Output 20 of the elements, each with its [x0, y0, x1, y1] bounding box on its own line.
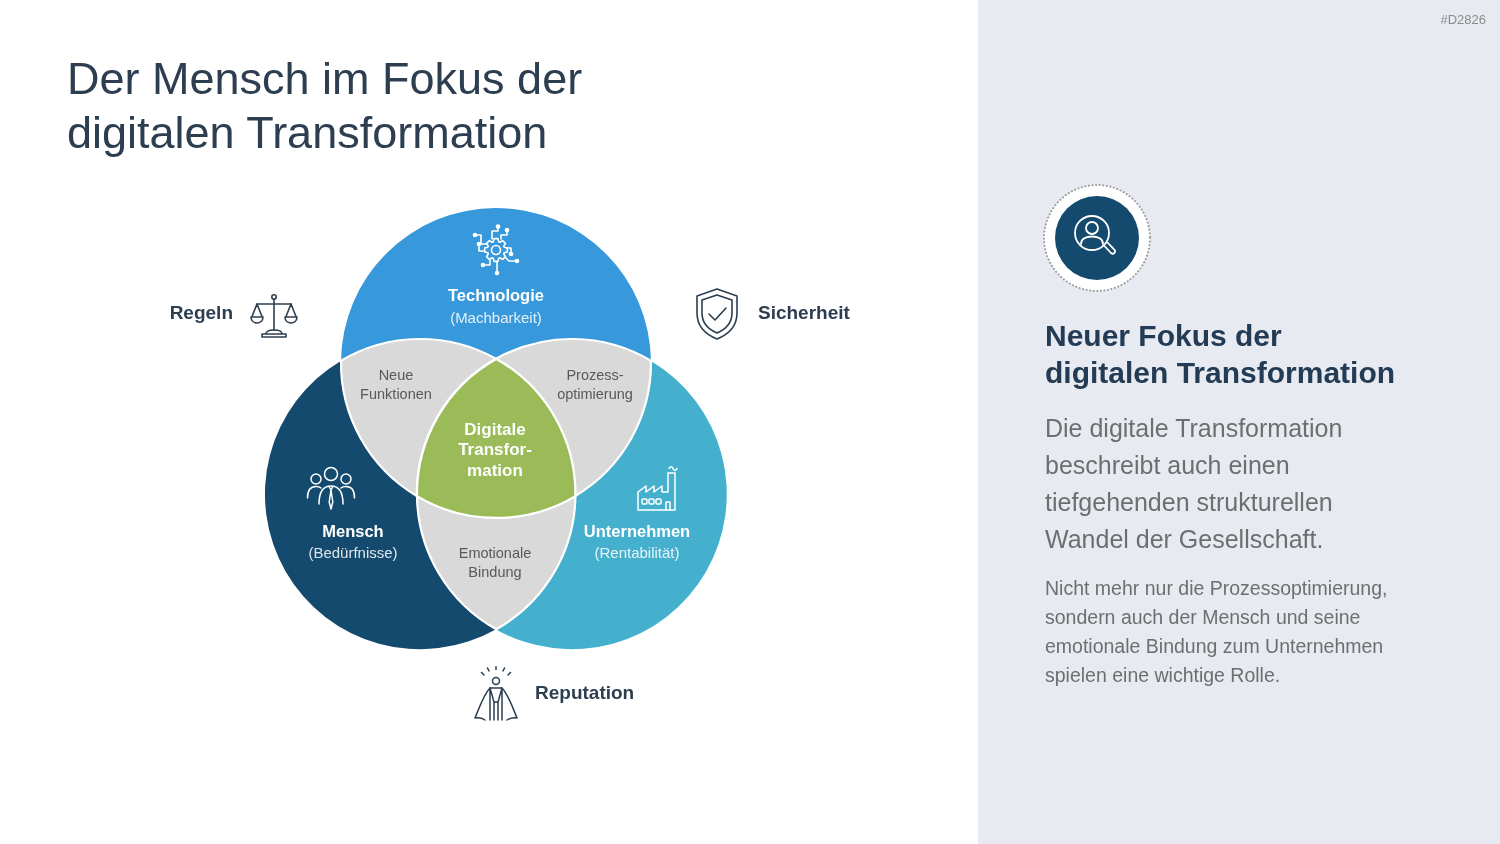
center-label: Digitale Transfor- mation — [458, 420, 532, 482]
page-title: Der Mensch im Fokus der digitalen Transformation — [67, 52, 584, 160]
circle-title: Unternehmen — [583, 521, 691, 541]
overlap-label: Neue Funktionen — [360, 366, 432, 404]
panel-heading: Neuer Fokus der digitalen Transformation — [1045, 318, 1397, 391]
factor-label: Sicherheit — [758, 302, 850, 324]
factor-label: Regeln — [169, 302, 233, 324]
panel-lead-text: Die digitale Transformation beschreibt auch einen tiefgehenden strukturellen Wandel der Gesellschaft. — [1045, 413, 1344, 555]
panel-body-text: Nicht mehr nur die Prozessoptimierung, sondern auch der Mensch und seine emotionale Bindung zum Unternehmen spielen eine wichtige Rolle. — [1045, 576, 1389, 688]
circle-subtitle: (Machbarkeit) — [450, 308, 542, 328]
circle-subtitle: (Rentabilität) — [594, 543, 680, 563]
slide-id: #D2826 — [1440, 11, 1486, 27]
circle-title: Technologie — [448, 285, 544, 305]
overlap-region — [415, 494, 577, 630]
factor-label: Reputation — [535, 682, 635, 704]
circle-title: Mensch — [322, 521, 384, 541]
circle-subtitle: (Bedürfnisse) — [308, 543, 398, 563]
overlap-label: Emotionale Bindung — [458, 544, 532, 582]
overlap-label: Prozess- optimierung — [557, 366, 633, 404]
info-panel — [978, 0, 1500, 844]
